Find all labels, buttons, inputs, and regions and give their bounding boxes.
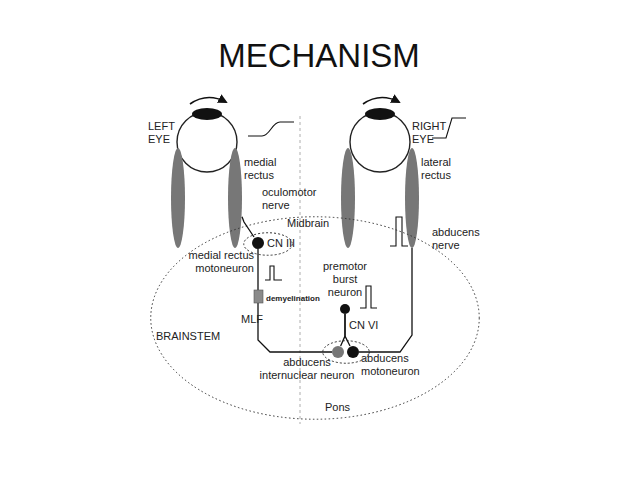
node-text: CN VI <box>349 319 389 332</box>
neuron-dot: abducens motoneuron <box>347 346 359 358</box>
left-pupil <box>192 108 222 120</box>
node-shape <box>151 217 480 420</box>
left-eyeball <box>177 112 237 172</box>
node-text: premotor burst neuron <box>320 260 370 299</box>
nerve-connector <box>341 314 345 346</box>
node-outline <box>228 148 242 248</box>
node-shape <box>340 304 350 314</box>
connector-group <box>242 217 412 352</box>
nucleus-region: medial rectus motoneuronCN III <box>243 232 293 256</box>
node-outline <box>332 346 344 358</box>
neuron-dot: abducens internuclear neuron <box>332 346 344 358</box>
right-medial-rectus <box>341 148 355 248</box>
node-outline <box>340 304 350 314</box>
node-text: abducens motoneuron <box>361 352 425 378</box>
pulse-trace <box>360 286 377 308</box>
text-label: demyelination <box>266 292 336 305</box>
pulse-trace <box>265 266 282 280</box>
nerve-connector <box>359 248 412 352</box>
pulse-trace <box>390 217 408 246</box>
nucleus-region: abducens internuclear neuronabducens mot… <box>322 340 370 364</box>
node-shape <box>228 148 242 248</box>
position-step-trace <box>248 122 294 136</box>
text-label: RIGHT EYE <box>412 120 452 146</box>
demyelination-patch <box>254 290 263 303</box>
right-eyeball <box>350 112 410 172</box>
muscle-box: lateral rectus <box>405 148 419 248</box>
right-pupil <box>365 108 395 120</box>
node-shape <box>405 148 419 248</box>
node-shape <box>252 237 264 249</box>
node-text: medial rectus motoneuron <box>182 249 254 275</box>
node-shape <box>347 346 359 358</box>
nerve-connector <box>345 314 350 346</box>
connector-label: MLF <box>241 313 271 326</box>
neuron-dot: medial rectus motoneuron <box>252 237 264 249</box>
node-outline <box>347 346 359 358</box>
text-label: LEFT EYE <box>148 120 182 146</box>
text-label: Midbrain <box>287 217 347 230</box>
node-outline <box>405 148 419 248</box>
nerve-connector <box>242 217 254 237</box>
node-text: lateral rectus <box>421 156 463 182</box>
left-lateral-rectus <box>171 148 185 248</box>
rotation-arrow <box>363 97 399 104</box>
node-text: abducens internuclear neuron <box>257 356 357 382</box>
node-outline <box>252 237 264 249</box>
connector-label: abducens nerve <box>432 226 484 252</box>
node-text: medial rectus <box>244 156 286 182</box>
node-outline <box>150 216 480 420</box>
node-text: CN III <box>267 237 307 250</box>
rotation-arrow <box>190 97 226 104</box>
connector-label: oculomotor nerve <box>262 186 322 212</box>
diagram-title: MECHANISM <box>0 36 638 76</box>
text-label: Pons <box>325 401 365 414</box>
node-text: BRAINSTEM <box>156 330 246 343</box>
neuron-dot: premotor burst neuron <box>340 304 350 314</box>
muscle-box: medial rectus <box>228 148 242 248</box>
node-shape <box>332 346 344 358</box>
brainstem-region: medial rectus motoneuronCN IIIpremotor b… <box>150 216 480 420</box>
